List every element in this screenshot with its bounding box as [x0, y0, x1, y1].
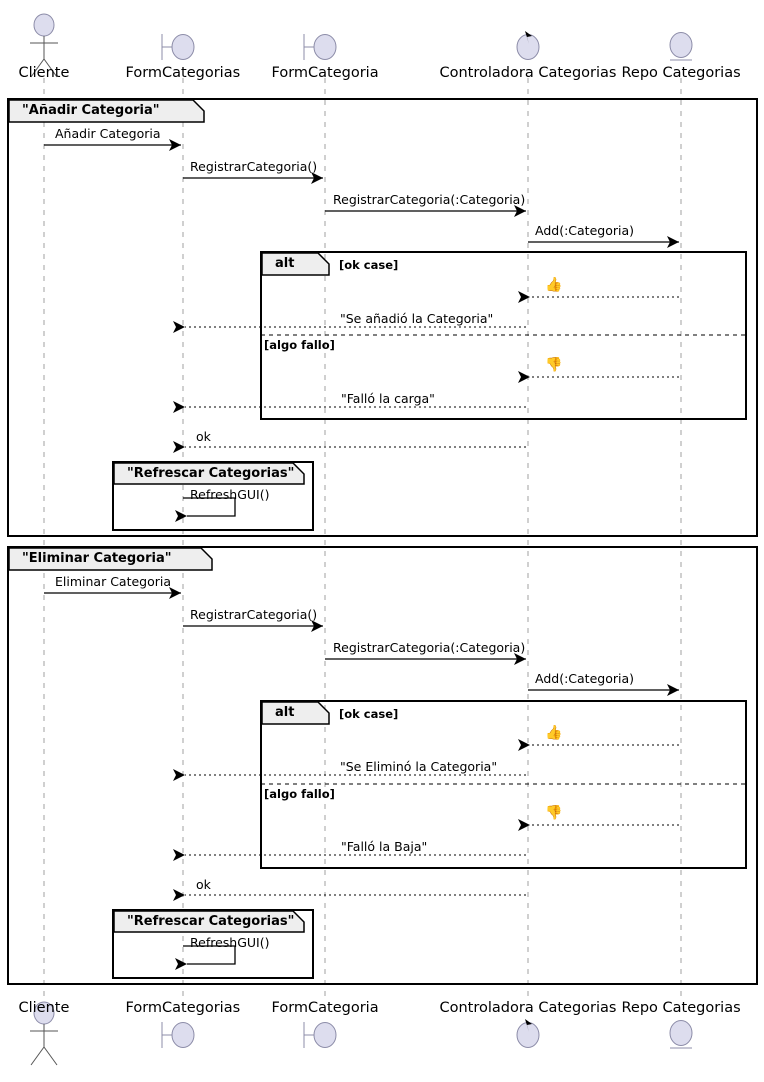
fragment-header-refrescar2 [113, 910, 305, 933]
boundary-icon [303, 34, 337, 60]
message-self-m10 [175, 497, 236, 522]
message-label-m4: Add(:Categoria) [535, 223, 634, 238]
message-label-m3: RegistrarCategoria(:Categoria) [333, 192, 526, 207]
participant-label-repo: Repo Categorias [621, 65, 741, 81]
message-label-m20: RefreshGUI() [190, 935, 270, 950]
alt-keyword-alt1: alt [275, 256, 295, 271]
participant-footer-label-repo: Repo Categorias [621, 1000, 741, 1016]
alt-guard-1-alt2: [algo fallo] [264, 787, 335, 801]
boundary-icon [161, 1022, 195, 1048]
participant-footer-label-formcat: FormCategoria [271, 1000, 379, 1016]
message-label-m16: "Se Eliminó la Categoria" [340, 759, 498, 774]
actor-icon [30, 13, 58, 78]
fragment-box-eliminar [7, 546, 758, 985]
fragment-header-alt2 [261, 701, 330, 725]
fragment-header-alt1 [261, 252, 330, 276]
alt-guard-0-alt1: [ok case] [339, 258, 399, 272]
boundary-icon [303, 1022, 337, 1048]
alt-keyword-alt2: alt [275, 705, 295, 720]
fragment-title-refrescar1: "Refrescar Categorias" [127, 466, 295, 481]
message-label-m11: Eliminar Categoria [55, 574, 172, 589]
participant-label-formcat: FormCategoria [271, 65, 379, 81]
fragment-box-refrescar2 [112, 909, 314, 979]
control-icon [516, 1019, 540, 1048]
participant-label-cliente: Cliente [18, 65, 70, 81]
message-label-m6: "Se añadió la Categoria" [340, 311, 494, 326]
entity-icon [669, 1020, 693, 1049]
message-label-m12: RegistrarCategoria() [190, 607, 318, 622]
message-label-m13: RegistrarCategoria(:Categoria) [333, 640, 526, 655]
participant-footer-label-cliente: Cliente [18, 1000, 70, 1016]
message-label-m19: ok [196, 877, 211, 892]
message-label-m18: "Falló la Baja" [341, 839, 428, 854]
fragment-box-refrescar1 [112, 461, 314, 531]
participant-footer-label-formcats: FormCategorias [125, 1000, 241, 1016]
message-label-m14: Add(:Categoria) [535, 671, 634, 686]
boundary-icon [161, 34, 195, 60]
fragment-title-anadir: "Añadir Categoria" [22, 103, 160, 118]
message-label-m8: "Falló la carga" [341, 391, 435, 406]
message-self-m20 [175, 945, 236, 970]
fragment-header-refrescar1 [113, 462, 305, 485]
thumbs-up-icon: 👍 [545, 277, 563, 293]
message-label-m10: RefreshGUI() [190, 487, 270, 502]
entity-icon [669, 32, 693, 61]
thumbs-down-icon: 👎 [545, 805, 563, 821]
participant-label-formcats: FormCategorias [125, 65, 241, 81]
fragment-title-refrescar2: "Refrescar Categorias" [127, 914, 295, 929]
message-label-m9: ok [196, 429, 211, 444]
fragment-header-eliminar [8, 547, 213, 571]
participant-label-controladora: Controladora Categorias [439, 65, 617, 81]
control-icon [516, 31, 540, 60]
actor-icon [30, 1001, 58, 1066]
thumbs-up-icon: 👍 [545, 725, 563, 741]
fragment-header-anadir [8, 99, 205, 123]
alt-guard-0-alt2: [ok case] [339, 707, 399, 721]
thumbs-down-icon: 👎 [545, 357, 563, 373]
message-label-m1: Añadir Categoria [55, 126, 161, 141]
participant-footer-label-controladora: Controladora Categorias [439, 1000, 617, 1016]
fragment-title-eliminar: "Eliminar Categoria" [22, 551, 172, 566]
message-label-m2: RegistrarCategoria() [190, 159, 318, 174]
alt-guard-1-alt1: [algo fallo] [264, 338, 335, 352]
fragment-box-anadir [7, 98, 758, 537]
